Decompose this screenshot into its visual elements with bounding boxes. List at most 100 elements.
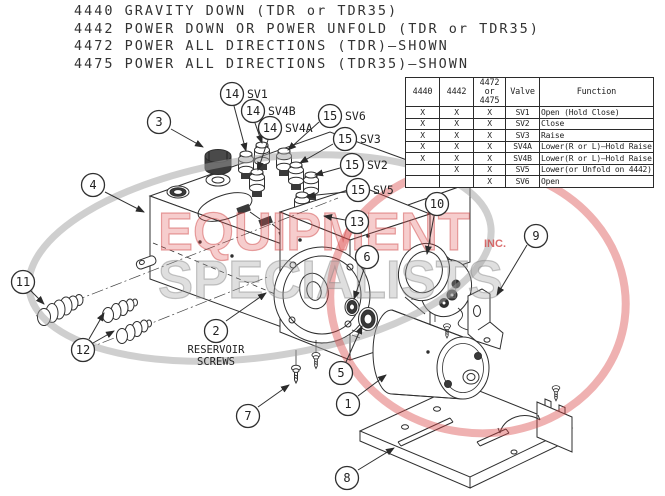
svg-text:2: 2 <box>212 324 219 338</box>
callout-7: 7 <box>235 384 290 429</box>
table-cell: SV4A <box>505 140 540 153</box>
svg-text:1: 1 <box>344 397 351 411</box>
table-cell: SV3 <box>505 129 540 142</box>
table-header-cell: 4472 or 4475 <box>473 77 506 107</box>
table-cell: X <box>473 175 506 188</box>
table-cell <box>405 175 440 188</box>
table-cell: X <box>439 152 474 165</box>
svg-text:15: 15 <box>323 109 337 123</box>
table-cell: Lower(R or L)–Hold Raise <box>539 140 654 153</box>
table-header-cell: Valve <box>505 77 540 107</box>
svg-text:14: 14 <box>225 87 239 101</box>
callout-8: 8 <box>334 447 395 491</box>
table-cell: Open <box>539 175 654 188</box>
table-cell: X <box>439 140 474 153</box>
callout-14-SV4A: 14 SV4A <box>257 115 313 171</box>
table-cell: SV2 <box>505 117 540 130</box>
svg-text:14: 14 <box>246 104 260 118</box>
table-header-cell: Function <box>539 77 654 107</box>
table-cell <box>439 175 474 188</box>
valve-label: SV1 <box>247 87 268 101</box>
title-line-4: 4475 POWER ALL DIRECTIONS (TDR35)–SHOWN <box>74 55 469 72</box>
table-cell: X <box>473 140 506 153</box>
callout-note: SCREWS <box>197 356 235 368</box>
table-cell: X <box>439 106 474 119</box>
valve-label: SV5 <box>373 183 394 197</box>
table-cell: Close <box>539 117 654 130</box>
callout-15-SV2: 15 SV2 <box>314 152 388 178</box>
table-cell: X <box>439 129 474 142</box>
table-cell: X <box>405 140 440 153</box>
callout-4: 4 <box>80 172 145 213</box>
table-cell: Lower(or Unfold on 4442) <box>539 163 654 176</box>
callout-11: 11 <box>10 269 45 305</box>
table-cell: SV1 <box>505 106 540 119</box>
svg-text:14: 14 <box>263 121 277 135</box>
table-cell: X <box>473 152 506 165</box>
valve-label: SV6 <box>345 109 366 123</box>
table-cell: SV4B <box>505 152 540 165</box>
callout-14-SV4B: 14 SV4B <box>240 98 296 144</box>
table-cell: Lower(R or L)–Hold Raise <box>539 152 654 165</box>
table-cell <box>405 163 440 176</box>
callout-note: RESERVOIR <box>188 344 246 356</box>
title-block: 4440 GRAVITY DOWN (TDR or TDR35) 4442 PO… <box>74 3 540 73</box>
svg-text:13: 13 <box>350 215 364 229</box>
svg-text:9: 9 <box>532 229 539 243</box>
table-cell: X <box>405 129 440 142</box>
table-cell: SV5 <box>505 163 540 176</box>
svg-text:11: 11 <box>16 275 30 289</box>
table-cell: X <box>405 152 440 165</box>
svg-text:8: 8 <box>343 471 350 485</box>
table-cell: X <box>473 117 506 130</box>
title-line-1: 4440 GRAVITY DOWN (TDR or TDR35) <box>74 3 399 19</box>
svg-text:15: 15 <box>351 183 365 197</box>
callout-14-SV1: 14 SV1 <box>219 81 268 152</box>
callout-6: 6 <box>353 244 380 300</box>
table-header-cell: 4442 <box>439 77 474 107</box>
table-cell: Open (Hold Close) <box>539 106 654 119</box>
table-cell: Raise <box>539 129 654 142</box>
table-cell: X <box>473 106 506 119</box>
table-cell: X <box>405 117 440 130</box>
title-line-2: 4442 POWER DOWN OR POWER UNFOLD (TDR or … <box>74 20 540 37</box>
valve-label: SV4B <box>268 104 296 118</box>
valve-label: SV3 <box>360 132 381 146</box>
table-cell: X <box>473 129 506 142</box>
callout-15-SV6: 15 SV6 <box>287 103 366 151</box>
svg-text:5: 5 <box>337 366 344 380</box>
table-cell: X <box>405 106 440 119</box>
valve-label: SV2 <box>367 158 388 172</box>
motor-bracket <box>358 383 574 489</box>
title-line-3: 4472 POWER ALL DIRECTIONS (TDR)–SHOWN <box>74 38 449 54</box>
table-header-cell: 4440 <box>405 77 440 107</box>
callout-10: 10 <box>424 191 450 255</box>
table-cell: SV6 <box>505 175 540 188</box>
callout-15-SV5: 15 SV5 <box>306 177 394 203</box>
callout-5: 5 <box>328 325 363 386</box>
table-cell: X <box>473 163 506 176</box>
callout-13: 13 <box>323 209 370 235</box>
svg-text:15: 15 <box>338 132 352 146</box>
callout-15-SV3: 15 SV3 <box>299 126 381 164</box>
svg-text:3: 3 <box>155 115 162 129</box>
svg-text:7: 7 <box>244 409 251 423</box>
callout-9: 9 <box>496 223 549 296</box>
svg-text:4: 4 <box>89 178 96 192</box>
svg-text:15: 15 <box>345 158 359 172</box>
valve-label: SV4A <box>285 121 313 135</box>
svg-text:6: 6 <box>363 250 370 264</box>
table-cell: X <box>439 117 474 130</box>
